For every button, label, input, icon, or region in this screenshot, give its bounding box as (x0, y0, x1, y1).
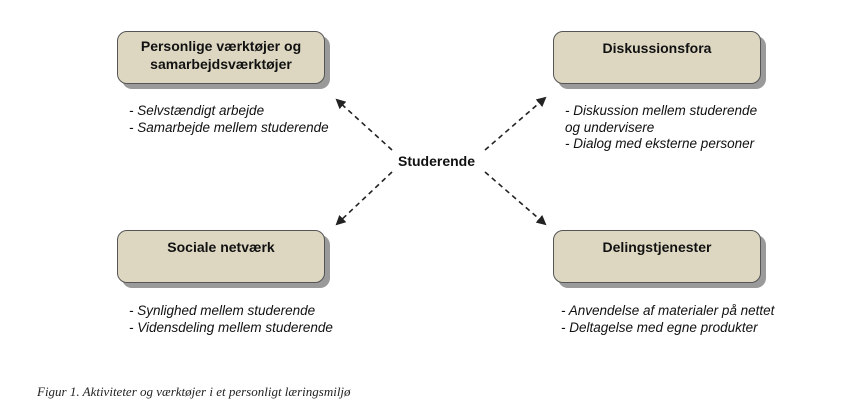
bullet-item: - Selvstændigt arbejde (129, 103, 265, 118)
node-personal-tools-title-line1: Personlige værktøjer og (140, 38, 302, 54)
node-personal-tools-bullets: - Selvstændigt arbejde - Samarbejde mell… (129, 103, 329, 136)
center-label: Studerende (398, 153, 476, 169)
bullet-item: - Dialog med eksterne personer (565, 136, 755, 151)
bullet-item: - Samarbejde mellem studerende (129, 119, 329, 135)
bullet-item: - Deltagelse med egne produkter (561, 319, 758, 335)
bullet-item: - Anvendelse af materialer på nettet (561, 303, 775, 318)
arrow-to-personal-tools (335, 98, 393, 151)
bullet-item: og undervisere (565, 119, 655, 135)
node-sharing-services: Delingstjenester (553, 230, 761, 283)
node-social-networks-title: Sociale netværk (167, 239, 275, 255)
node-sharing-services-bullets: - Anvendelse af materialer på nettet - D… (561, 303, 774, 336)
node-personal-tools: Personlige værktøjer og samarbejdsværktø… (117, 31, 325, 84)
bullet-item: - Vidensdeling mellem studerende (129, 319, 333, 335)
node-personal-tools-title-line2: samarbejdsværktøjer (150, 56, 292, 72)
node-discussion-forums-title: Diskussionsfora (602, 40, 712, 56)
node-sharing-services-title: Delingstjenester (602, 239, 712, 255)
arrow-to-discussion-forums (484, 96, 547, 151)
node-discussion-forums-bullets: - Diskussion mellem studerende og underv… (565, 103, 757, 153)
arrow-to-social-networks (335, 171, 393, 226)
node-discussion-forums: Diskussionsfora (553, 31, 761, 84)
bullet-item: - Synlighed mellem studerende (129, 303, 316, 318)
node-social-networks: Sociale netværk (117, 230, 325, 283)
node-social-networks-bullets: - Synlighed mellem studerende - Vidensde… (129, 303, 333, 336)
arrow-to-sharing-services (484, 171, 547, 226)
node-personal-tools-title: Personlige værktøjer og samarbejdsværktø… (141, 37, 301, 73)
figure-caption: Figur 1. Aktiviteter og værktøjer i et p… (37, 384, 351, 399)
bullet-item: - Diskussion mellem studerende (565, 103, 758, 118)
